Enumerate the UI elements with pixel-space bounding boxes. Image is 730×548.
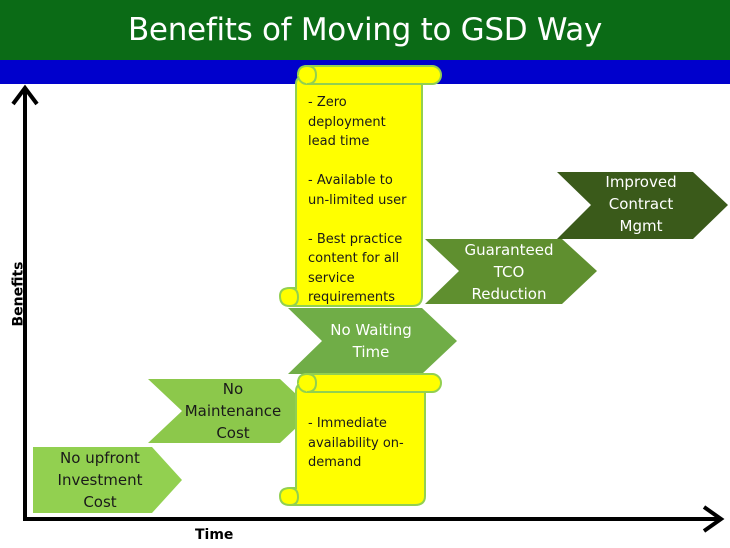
y-axis-arrowhead bbox=[11, 84, 39, 106]
step-arrow-1 bbox=[33, 447, 182, 513]
step-arrow-3 bbox=[288, 308, 457, 374]
step-arrow-4 bbox=[425, 239, 597, 304]
scroll-bottom-text: - Immediate availability on- demand bbox=[308, 416, 404, 470]
step-label-2: No Maintenance Cost bbox=[184, 380, 282, 442]
scroll-bottom bbox=[278, 372, 442, 506]
step-label-1: No upfront Investment Cost bbox=[57, 449, 143, 511]
step-label-3: No Waiting Time bbox=[330, 321, 412, 361]
x-axis-label: Time bbox=[195, 527, 234, 543]
step-arrow-2 bbox=[148, 379, 314, 443]
scroll-top bbox=[278, 64, 442, 307]
scroll-top-text: - Zero deployment lead time - Available … bbox=[308, 95, 407, 305]
step-arrow-5 bbox=[557, 172, 728, 239]
step-label-5: Improved Contract Mgmt bbox=[605, 172, 677, 235]
title-bar: Benefits of Moving to GSD Way bbox=[0, 0, 730, 60]
slide-title: Benefits of Moving to GSD Way bbox=[127, 12, 603, 48]
x-axis-arrowhead bbox=[702, 505, 725, 533]
step-label-4: Guaranteed TCO Reduction bbox=[464, 240, 554, 303]
y-axis-label: Benefits bbox=[10, 261, 27, 327]
